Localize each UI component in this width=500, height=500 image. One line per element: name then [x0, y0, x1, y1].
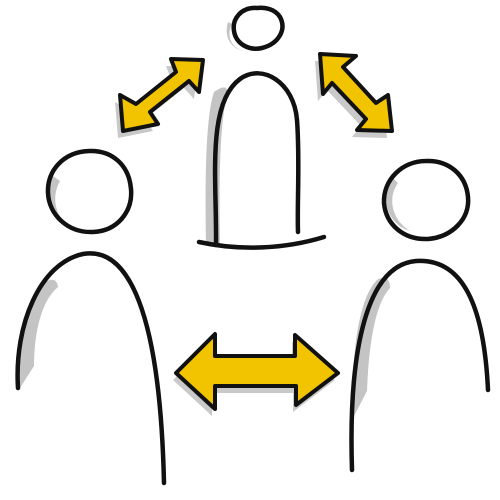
person-left: [15, 148, 167, 486]
person-right-shadow: [352, 177, 410, 420]
person-left-shadow: [17, 176, 75, 391]
arrow-top-left-diagonal: [115, 57, 205, 138]
person-top-center: [196, 5, 327, 250]
person-top-center-shadow: [205, 22, 244, 246]
arrow-top-right-diagonal: [315, 52, 394, 138]
person-right: [349, 158, 491, 473]
arrow-bottom-horizontal: [173, 332, 340, 416]
